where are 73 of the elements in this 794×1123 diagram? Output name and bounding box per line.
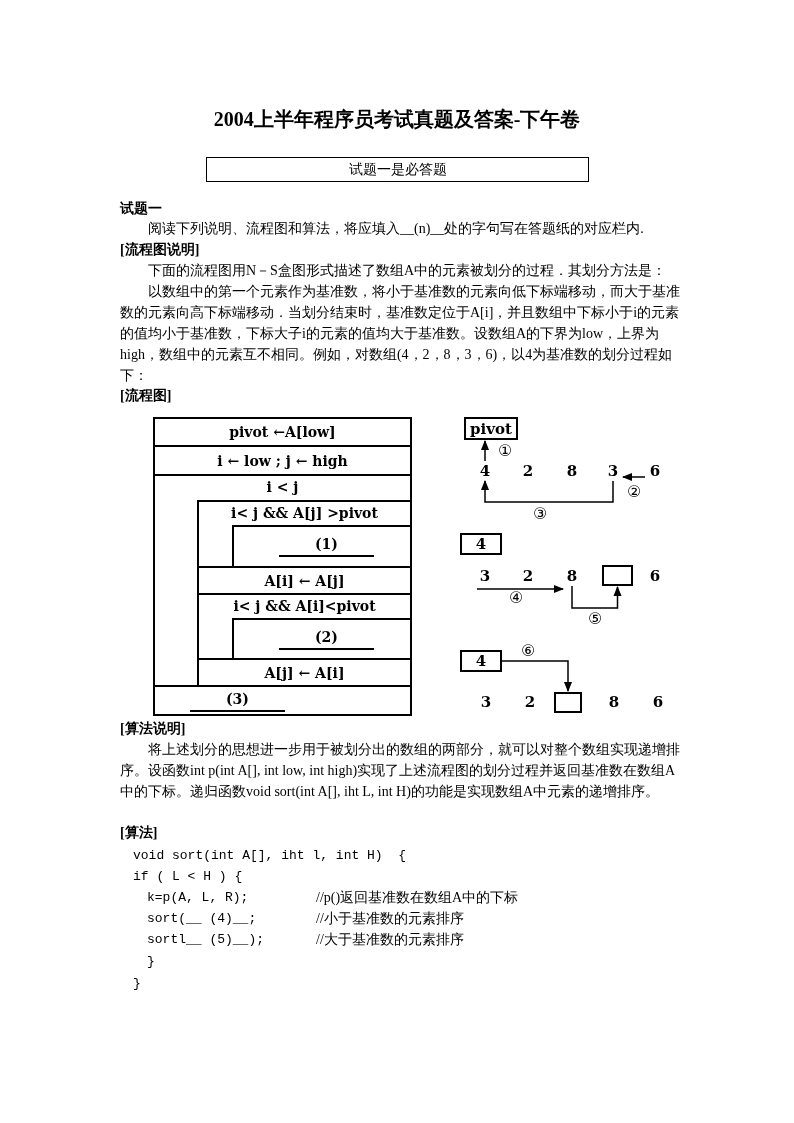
section-heading: [流程图说明] bbox=[120, 241, 200, 259]
statement-text: i ← low ; j ← high bbox=[217, 452, 348, 469]
array-value: 3 bbox=[477, 567, 493, 585]
section-heading: 试题一 bbox=[120, 200, 162, 218]
array-value: 3 bbox=[478, 693, 494, 711]
section-heading: [流程图] bbox=[120, 387, 172, 405]
code-line: } bbox=[147, 953, 155, 971]
code-comment: //小于基准数的元素排序 bbox=[316, 910, 464, 928]
value-box bbox=[460, 533, 502, 555]
process-box bbox=[153, 417, 412, 447]
array-value: 6 bbox=[650, 693, 666, 711]
paragraph: 阅读下列说明、流程图和算法，将应填入__(n)__处的字句写在答题纸的对应栏内. bbox=[147, 220, 645, 238]
step-number: ② bbox=[627, 484, 642, 500]
paragraph: 以数组中的第一个元素作为基准数，将小于基准数的元素向低下标端移动，而大于基准数的元素向高下标端移动．当划分结束时，基准数定位于A[i]，并且数组中下标小于i的元素的值均小于基准数，下标大子i的元素的值均大于基准数。设数组A的下界为low，上界为high，数组中的元素互不相同。例如，对数组(4，2，8，3，6)，以4为基准数的划分过程如下： bbox=[120, 283, 680, 385]
answer-blank: (2) bbox=[279, 626, 374, 650]
answer-blank: (1) bbox=[279, 533, 374, 557]
code-line: sort(__ (4)__; bbox=[147, 910, 257, 928]
arrow bbox=[480, 479, 614, 503]
process-box bbox=[153, 685, 412, 716]
arrow bbox=[571, 585, 622, 609]
value-box bbox=[464, 417, 518, 440]
loop-box bbox=[197, 593, 412, 660]
arrow bbox=[501, 660, 573, 693]
step-number: ⑥ bbox=[521, 643, 536, 659]
statement-text: pivot ←A[low] bbox=[229, 424, 336, 440]
array-value: 3 bbox=[605, 462, 621, 480]
code-line: if ( L < H ) { bbox=[133, 868, 243, 886]
array-value: 6 bbox=[647, 567, 663, 585]
loop-box bbox=[153, 474, 412, 687]
step-number: ③ bbox=[533, 506, 548, 522]
array-value: 4 bbox=[477, 462, 493, 480]
step-number: ④ bbox=[509, 590, 524, 606]
code-comment: //p()返回基准数在数组A中的下标 bbox=[316, 889, 519, 907]
box-label: 4 bbox=[475, 652, 487, 670]
answer-blank: (3) bbox=[190, 688, 285, 712]
array-value: 2 bbox=[522, 693, 538, 711]
array-value: 2 bbox=[520, 462, 536, 480]
page-title: 2004上半年程序员考试真题及答案-下午卷 bbox=[212, 107, 582, 132]
process-box bbox=[153, 445, 412, 476]
loop-box bbox=[197, 500, 412, 568]
array-value: 8 bbox=[606, 693, 622, 711]
section-heading: [算法] bbox=[120, 824, 158, 842]
code-line: } bbox=[133, 975, 141, 993]
arrow bbox=[480, 439, 490, 462]
array-value: 6 bbox=[647, 462, 663, 480]
array-value: 8 bbox=[564, 462, 580, 480]
loop-condition: i< j && A[i]<pivot bbox=[232, 598, 377, 614]
arrow bbox=[476, 584, 565, 594]
empty-slot-box bbox=[554, 692, 582, 713]
code-line: sortl__ (5)__); bbox=[147, 931, 265, 949]
code-line: void sort(int A[], iht l, int H) { bbox=[133, 847, 407, 865]
banner-box bbox=[206, 157, 589, 182]
paragraph: 将上述划分的思想进一步用于被划分出的数组的两部分，就可以对整个数组实现递增排序。设函数int p(int A[], int low, int high)实现了上述流程图的划分过程并返回基准数在数组A中的下标。递归函数void sort(int A[], iht L, int H)的功能是实现数组A中元素的递增排序。 bbox=[120, 741, 680, 801]
paragraph: 下面的流程图用N－S盒图形式描述了数组A中的元素被划分的过程．其划分方法是： bbox=[147, 262, 667, 280]
code-line: k=p(A, L, R); bbox=[147, 889, 249, 907]
arrow bbox=[621, 472, 646, 482]
statement-text: A[j] ← A[i] bbox=[264, 664, 345, 681]
banner-text: 试题一是必答题 bbox=[348, 160, 447, 179]
step-number: ① bbox=[498, 443, 513, 459]
code-comment: //大于基准数的元素排序 bbox=[316, 931, 464, 949]
process-box bbox=[232, 618, 412, 660]
loop-condition: i < j bbox=[265, 479, 300, 495]
box-label: pivot bbox=[470, 419, 512, 438]
array-value: 8 bbox=[564, 567, 580, 585]
value-box bbox=[460, 650, 502, 672]
empty-slot-box bbox=[602, 565, 633, 586]
process-box bbox=[232, 525, 412, 568]
statement-text: A[i] ← A[j] bbox=[264, 572, 345, 589]
box-label: 4 bbox=[475, 535, 487, 553]
section-heading: [算法说明] bbox=[120, 720, 186, 738]
array-value: 2 bbox=[520, 567, 536, 585]
loop-condition: i< j && A[j] >pivot bbox=[230, 505, 379, 521]
step-number: ⑤ bbox=[588, 611, 603, 627]
